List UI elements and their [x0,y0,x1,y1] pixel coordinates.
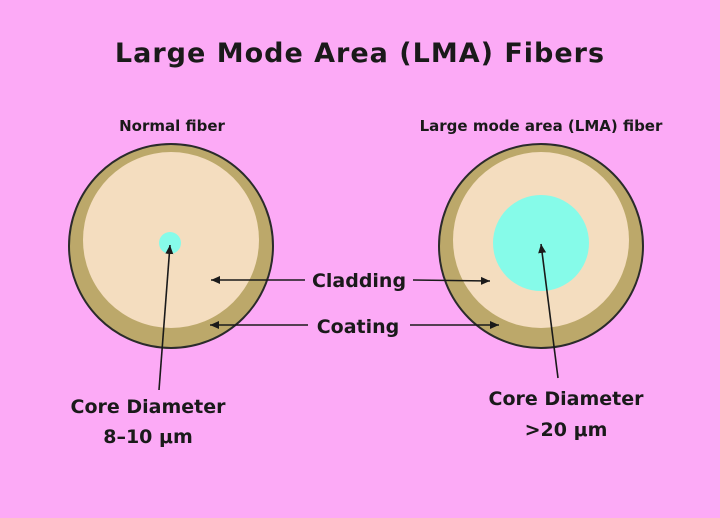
diagram-title: Large Mode Area (LMA) Fibers [115,38,605,69]
normal-core-arrow [158,244,174,391]
cladding-label: Cladding [312,270,406,292]
coating-label: Coating [317,316,400,338]
normal-fiber-cross-section [68,143,274,349]
lma-core-label: Core Diameter [489,388,645,410]
normal-fiber-core [159,232,181,254]
lma-core-value: >20 μm [525,419,608,441]
lma-fiber-core [493,195,589,291]
lma-fiber-title: Large mode area (LMA) fiber [420,117,663,135]
normal-core-value: 8–10 μm [103,426,193,448]
normal-fiber-title: Normal fiber [119,117,225,135]
lma-core-arrow [538,243,559,379]
normal-core-label: Core Diameter [71,396,227,418]
cladding-arrow-right [412,276,491,285]
lma-fiber-cross-section [438,143,644,349]
